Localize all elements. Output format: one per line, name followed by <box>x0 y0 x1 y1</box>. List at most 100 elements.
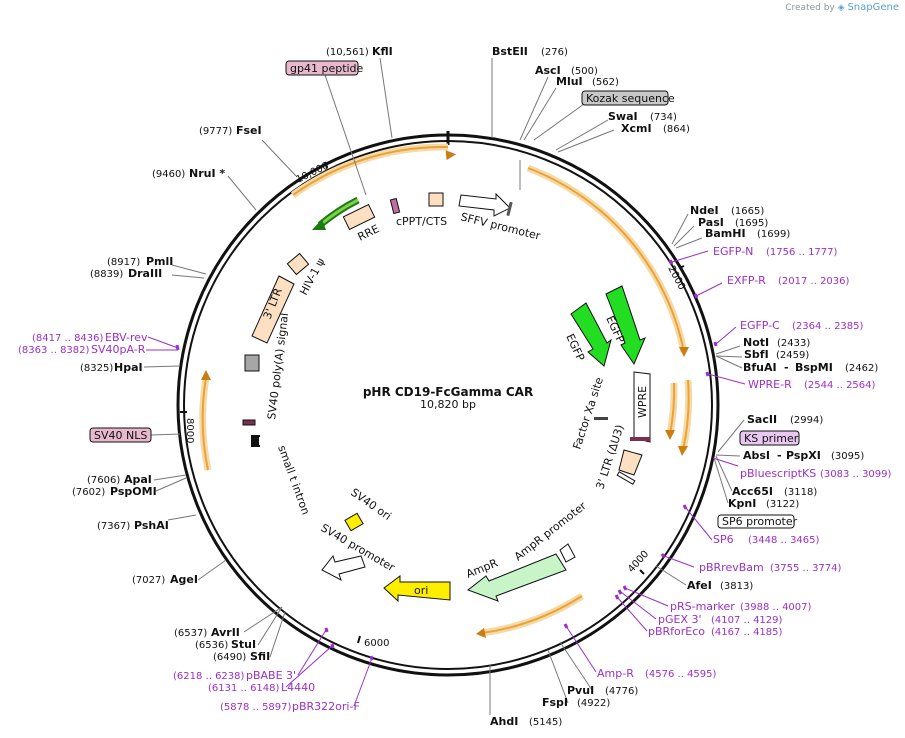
sv40-polya-box <box>244 354 260 372</box>
primer-prsmarker-pos: (3988 .. 4007) <box>740 602 812 613</box>
orf-arcs <box>199 143 693 638</box>
ampr-promoter-label: AmpR promoter <box>512 499 589 563</box>
enzyme-fsei-name: FseI <box>236 124 262 137</box>
primer-ampr-pos: (4576 .. 4595) <box>645 669 717 680</box>
gp41-peptide-box <box>285 60 359 76</box>
enzyme-pasi-pos: (1695) <box>735 218 768 229</box>
ltr3-box <box>251 275 295 344</box>
gp41-peptide-label: gp41 peptide <box>290 62 364 75</box>
enzyme-fspi-name: FspI <box>542 696 568 709</box>
primer-ebvrev-pos: (8417 .. 8436) <box>32 333 104 344</box>
sp6-promoter-box <box>717 514 795 529</box>
enzyme-apai-pos: (7606) <box>87 475 120 486</box>
enzyme-bsteii-name: BstEII <box>492 45 528 58</box>
enzyme-asci-pos: (500) <box>571 66 598 77</box>
small-t-intron-marker <box>251 435 260 447</box>
cppt-label: cPPT/CTS <box>396 215 447 228</box>
primer-ampr-name: Amp-R <box>597 667 634 680</box>
credit-prefix: Created by <box>785 3 835 13</box>
sv40-ori-box <box>344 512 364 532</box>
enzyme-sbfi-name: SbfI <box>744 348 769 361</box>
enzyme-mlui-pos: (562) <box>592 77 619 88</box>
enzyme-ahdi-name: AhdI <box>490 715 518 728</box>
enzyme-afei-pos: (3813) <box>720 581 753 592</box>
enzyme-pasi-name: PasI <box>698 216 724 229</box>
enzyme-absi-name: AbsI <box>743 449 770 462</box>
rre-label: RRE <box>356 222 382 243</box>
enzyme-kfli-name: KflI <box>372 45 393 58</box>
rre-box <box>342 203 376 231</box>
enzyme-bfuai-pos: (2462) <box>845 363 878 374</box>
enzyme-agei-pos: (7027) <box>132 575 165 586</box>
primer-wprer-pos: (2544 .. 2564) <box>804 380 876 391</box>
primer-egfpn-pos: (1756 .. 1777) <box>766 247 838 258</box>
kozak-sequence-label: Kozak sequence <box>586 92 675 105</box>
small-t-intron-label: small t intron <box>275 444 312 517</box>
enzyme-pspomi-pos: (7602) <box>72 487 105 498</box>
sv40-nls-marker <box>242 419 256 426</box>
enzyme-pspxi-name: PspXI <box>786 449 821 462</box>
primer-egfpc-pos: (2364 .. 2385) <box>792 321 864 332</box>
ks-primer-box <box>739 430 800 446</box>
enzyme-sbfi-pos: (2459) <box>776 350 809 361</box>
inner-small-marker-2 <box>616 471 636 485</box>
enzyme-absi-sep: - <box>777 449 782 462</box>
inner-small-marker <box>630 437 650 441</box>
primer-pgex3-pos: (4107 .. 4129) <box>711 615 783 626</box>
enzyme-draiii-pos: (8839) <box>90 269 123 280</box>
primer-labels: EGFP-N (1756 .. 1777) EXFP-R (2017 .. 20… <box>18 245 892 713</box>
primer-sv40par-pos: (8363 .. 8382) <box>18 345 90 356</box>
primer-ebvrev-name: EBV-rev <box>105 331 148 344</box>
enzyme-bfuai-sep: - <box>784 361 789 374</box>
enzyme-nrui-name: NruI * <box>189 167 225 180</box>
orf-arrowhead-top <box>445 150 457 161</box>
enzyme-mlui-name: MluI <box>556 75 583 88</box>
sp6-promoter-label: SP6 promoter <box>722 515 798 528</box>
sv40-nls-box <box>89 427 152 443</box>
enzyme-hpai-pos: (8325) <box>80 363 113 374</box>
primer-sp6-name: SP6 <box>713 533 734 546</box>
tick-label-8000: 8000 <box>184 418 195 443</box>
primer-pbrforeco-pos: (4167 .. 4185) <box>711 627 783 638</box>
tick-label-2000: 2000 <box>665 264 687 292</box>
enzyme-fspi-pos: (4922) <box>577 698 610 709</box>
primer-sv40par-name: SV40pA-R <box>91 343 146 356</box>
primer-pbabe3-pos: (6218 .. 6238) <box>173 671 245 682</box>
primer-exfpr-pos: (2017 .. 2036) <box>778 276 850 287</box>
egfp-arrow-1 <box>570 302 612 367</box>
ltr3-du3-label: 3' LTR (ΔU3) <box>593 423 626 491</box>
enzyme-bsteii-pos: (276) <box>541 47 568 58</box>
enzyme-swai-name: SwaI <box>608 110 638 123</box>
cppt-box-2 <box>428 192 444 207</box>
inner-small-marker-3 <box>506 201 513 217</box>
enzyme-pvui-pos: (4776) <box>605 686 638 697</box>
enzyme-acc65i-pos: (3118) <box>784 487 817 498</box>
enzyme-sacii-pos: (2994) <box>790 415 823 426</box>
sv40-promoter-arrow <box>321 554 366 582</box>
enzyme-fsei-pos: (9777) <box>199 126 232 137</box>
primer-pgex3-name: pGEX 3' <box>658 613 702 626</box>
map-size: 10,820 bp <box>420 398 476 411</box>
enzyme-draiii-name: DraIII <box>128 267 162 280</box>
primer-pbrrevbam-name: pBRrevBam <box>699 561 764 574</box>
enzyme-sacii-name: SacII <box>747 413 777 426</box>
enzyme-pmli-pos: (8917) <box>107 257 140 268</box>
enzyme-labels: (10,561) KflI BstEII (276) AscI (500) Ml… <box>72 45 878 728</box>
primer-pbrforeco-name: pBRforEco <box>648 625 705 638</box>
enzyme-ahdi-pos: (5145) <box>529 717 562 728</box>
enzyme-leader-lines <box>143 57 745 715</box>
enzyme-pshai-pos: (7367) <box>97 521 130 532</box>
primer-pbr322orif-name: pBR322ori-F <box>292 700 360 713</box>
enzyme-ndei-name: NdeI <box>690 204 719 217</box>
enzyme-noti-name: NotI <box>743 336 769 349</box>
enzyme-pshai-name: PshAI <box>134 519 169 532</box>
snapgene-credit: Created by ◈ SnapGene <box>785 2 899 13</box>
ori-label: ori <box>414 584 428 597</box>
sffv-promoter-label: SFFV promoter <box>459 210 542 242</box>
enzyme-nrui-pos: (9460) <box>152 169 185 180</box>
ori-arrow <box>383 575 451 603</box>
ampr-gene-arrow <box>466 553 567 602</box>
enzyme-swai-pos: (734) <box>650 112 677 123</box>
plasmid-backbone <box>176 131 720 677</box>
